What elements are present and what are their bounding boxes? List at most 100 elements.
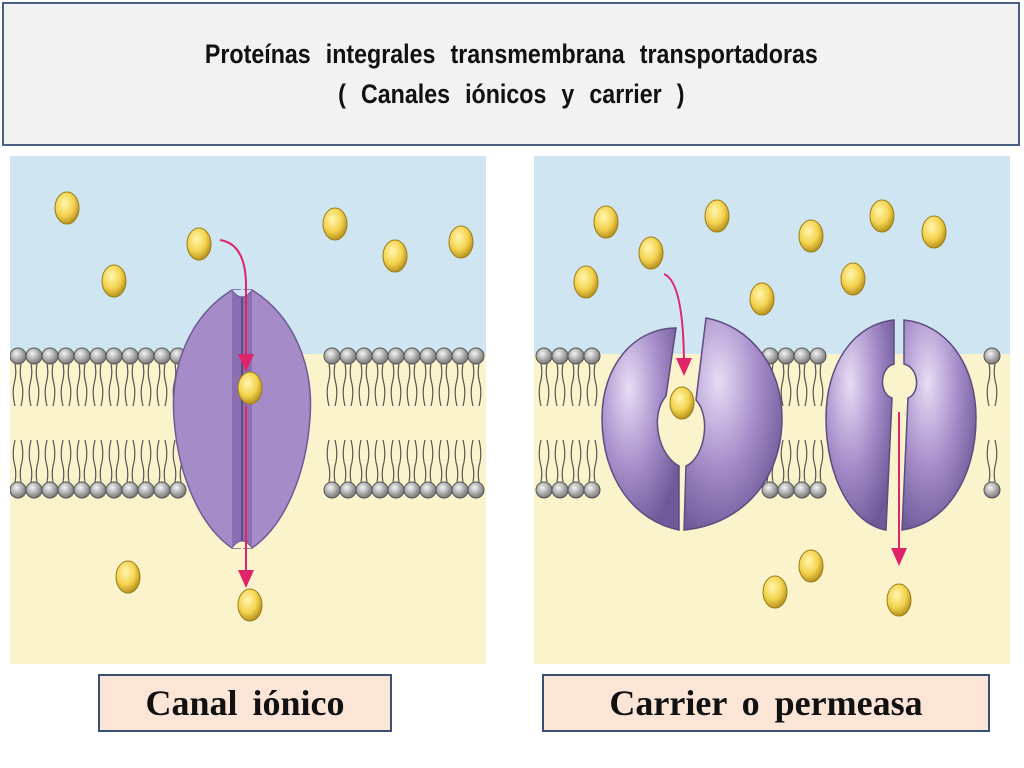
lipid-tail (986, 439, 998, 483)
ion (54, 191, 80, 225)
lipid-bilayer-left (10, 347, 485, 499)
lipid-head (583, 347, 601, 365)
ion (101, 264, 127, 298)
lipid-tail (44, 363, 56, 407)
lipid-head (435, 481, 453, 499)
lipid-tail (156, 363, 168, 407)
lipid-head (121, 347, 139, 365)
lipid-tail (12, 363, 24, 407)
lipid-tail (406, 363, 418, 407)
lipid-tail (28, 363, 40, 407)
lipid-tail (28, 439, 40, 483)
lipid-head (371, 347, 389, 365)
title-line-1: Proteínas integrales transmembrana trans… (204, 39, 818, 69)
lipid-tail (554, 363, 566, 407)
lipid-head (777, 347, 795, 365)
lipid-tail (470, 363, 482, 407)
lipid-tail (780, 363, 792, 407)
transport-arrow-left (219, 239, 254, 588)
lipid-head (983, 481, 1001, 499)
lipid-head (10, 347, 27, 365)
lipid-head (323, 347, 341, 365)
lipid-head (387, 347, 405, 365)
lipid-head (583, 481, 601, 499)
lipid-tail (438, 363, 450, 407)
ion (798, 219, 824, 253)
lipid-tail (422, 363, 434, 407)
lipid-head (25, 347, 43, 365)
lipid-head (105, 347, 123, 365)
channel-protein (172, 289, 312, 549)
lipid-tail (124, 363, 136, 407)
lipid-head (153, 481, 171, 499)
ion-channel-diagram (10, 156, 486, 664)
ion (237, 588, 263, 622)
transport-arrows-right (663, 273, 907, 566)
lipid-tail (570, 439, 582, 483)
ion (921, 215, 947, 249)
lipid-head (403, 347, 421, 365)
lipid-head (355, 481, 373, 499)
lipid-head (551, 481, 569, 499)
lipid-tail (44, 439, 56, 483)
lipid-head (105, 481, 123, 499)
lipid-head (467, 481, 485, 499)
lipid-head (323, 481, 341, 499)
lipid-tail (570, 363, 582, 407)
lipid-head (419, 347, 437, 365)
ion (749, 282, 775, 316)
lipid-head (403, 481, 421, 499)
ions-left (54, 191, 474, 622)
ion-in-carrier (669, 386, 695, 420)
lipid-head (41, 481, 59, 499)
lipid-head (371, 481, 389, 499)
lipid-head (567, 481, 585, 499)
ion (638, 236, 664, 270)
lipid-head (983, 347, 1001, 365)
ion (448, 225, 474, 259)
ion (593, 205, 619, 239)
lipid-tail (586, 439, 598, 483)
lipid-tail (538, 439, 550, 483)
lipid-head (121, 481, 139, 499)
lipid-tail (358, 439, 370, 483)
lipid-tail (586, 363, 598, 407)
lipid-tail (358, 363, 370, 407)
lipid-tail (986, 363, 998, 407)
lipid-head (41, 347, 59, 365)
lipid-head (73, 347, 91, 365)
lipid-head (535, 347, 553, 365)
lipid-head (793, 481, 811, 499)
lipid-head (777, 481, 795, 499)
ion (115, 560, 141, 594)
lipid-tail (374, 439, 386, 483)
ion (886, 583, 912, 617)
lipid-tail (92, 439, 104, 483)
lipid-head (73, 481, 91, 499)
lipid-tail (406, 439, 418, 483)
lipid-tail (156, 439, 168, 483)
lipid-tail (326, 363, 338, 407)
lipid-head (793, 347, 811, 365)
lipid-tail (108, 363, 120, 407)
lipid-head (25, 481, 43, 499)
lipid-tail (390, 363, 402, 407)
lipid-head (451, 481, 469, 499)
lipid-tail (554, 439, 566, 483)
ion-channel-illustration (10, 156, 486, 664)
ion (704, 199, 730, 233)
lipid-tail (140, 439, 152, 483)
lipid-tail (374, 363, 386, 407)
ions-right (573, 199, 947, 617)
title-box: Proteínas integrales transmembrana trans… (2, 2, 1020, 146)
ion (382, 239, 408, 273)
carrier-protein-open-out (601, 317, 783, 531)
lipid-tail (454, 363, 466, 407)
lipid-head (419, 481, 437, 499)
lipid-tail (538, 363, 550, 407)
lipid-tail (326, 439, 338, 483)
lipid-head (551, 347, 569, 365)
lipid-head (451, 347, 469, 365)
lipid-tail (342, 439, 354, 483)
lipid-head (761, 481, 779, 499)
